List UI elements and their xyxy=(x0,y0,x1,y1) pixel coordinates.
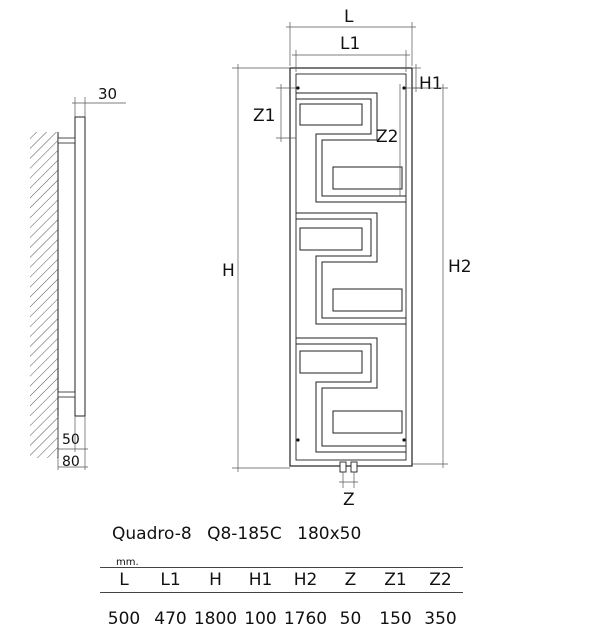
mount-point xyxy=(296,86,300,90)
panel-slot-5 xyxy=(299,350,363,374)
technical-drawing: 30 50 80 L xyxy=(30,7,472,510)
panel-slot-3 xyxy=(299,227,363,251)
dim-Z-label: Z xyxy=(343,490,355,510)
dim-80-label: 80 xyxy=(62,454,80,470)
model-code: Q8-185C xyxy=(207,524,282,544)
bottom-bracket xyxy=(57,391,76,398)
panel-slot-1 xyxy=(299,103,363,126)
wall-hatch xyxy=(30,132,58,458)
dim-30-label: 30 xyxy=(98,85,117,103)
dimension-table: L L1 H H1 H2 Z Z1 Z2 500 470 1800 100 17… xyxy=(100,567,463,633)
value-cell: 1800 xyxy=(193,609,238,629)
top-bracket xyxy=(57,137,76,144)
value-cell: 350 xyxy=(424,609,457,629)
mount-point xyxy=(402,438,406,442)
header-cell: H1 xyxy=(238,567,283,593)
serpentine-tube xyxy=(296,92,406,447)
header-cell: H2 xyxy=(283,567,328,593)
table-header-row: L L1 H H1 H2 Z Z1 Z2 xyxy=(100,567,463,593)
panel-slot-6 xyxy=(332,410,403,434)
header-cell: L1 xyxy=(148,567,193,593)
front-view: L L1 H1 Z1 Z2 H H2 Z xyxy=(222,7,472,510)
dim-H2-label: H2 xyxy=(448,257,472,277)
model-name: Quadro-8 xyxy=(112,524,192,544)
side-radiator-body xyxy=(74,116,86,417)
header-cell: Z2 xyxy=(418,567,463,593)
pipe-connection-right xyxy=(350,461,358,473)
value-cell: 150 xyxy=(379,609,412,629)
value-cell: 470 xyxy=(154,609,187,629)
side-view: 30 50 80 xyxy=(30,85,126,470)
dim-H1-label: H1 xyxy=(419,74,443,94)
value-cell: 500 xyxy=(107,609,141,629)
mount-point xyxy=(296,438,300,442)
header-cell: L xyxy=(100,567,148,593)
table-value-row: 500 470 1800 100 1760 50 150 350 xyxy=(100,605,463,633)
header-cell: Z1 xyxy=(373,567,418,593)
serpentine-tube-inner xyxy=(296,98,406,453)
value-cell: 50 xyxy=(339,609,362,629)
panel-slot-4 xyxy=(332,288,403,312)
unit-label: mm. xyxy=(116,557,139,568)
header-cell: H xyxy=(193,567,238,593)
dim-L-label: L xyxy=(344,7,354,27)
pipe-connection-left xyxy=(339,461,347,473)
model-line: Quadro-8 Q8-185C 180x50 xyxy=(112,524,371,544)
dim-Z1-label: Z1 xyxy=(253,106,275,126)
dim-Z2-label: Z2 xyxy=(376,127,398,147)
mount-point xyxy=(402,86,406,90)
dim-H-label: H xyxy=(222,261,235,281)
value-cell: 100 xyxy=(244,609,277,629)
dim-L1-label: L1 xyxy=(340,34,360,54)
model-size: 180x50 xyxy=(297,524,362,544)
radiator-frame-inner xyxy=(295,73,407,461)
panel-slot-2 xyxy=(332,166,403,190)
value-cell: 1760 xyxy=(283,609,328,629)
header-cell: Z xyxy=(328,567,373,593)
dim-50-label: 50 xyxy=(62,432,80,448)
